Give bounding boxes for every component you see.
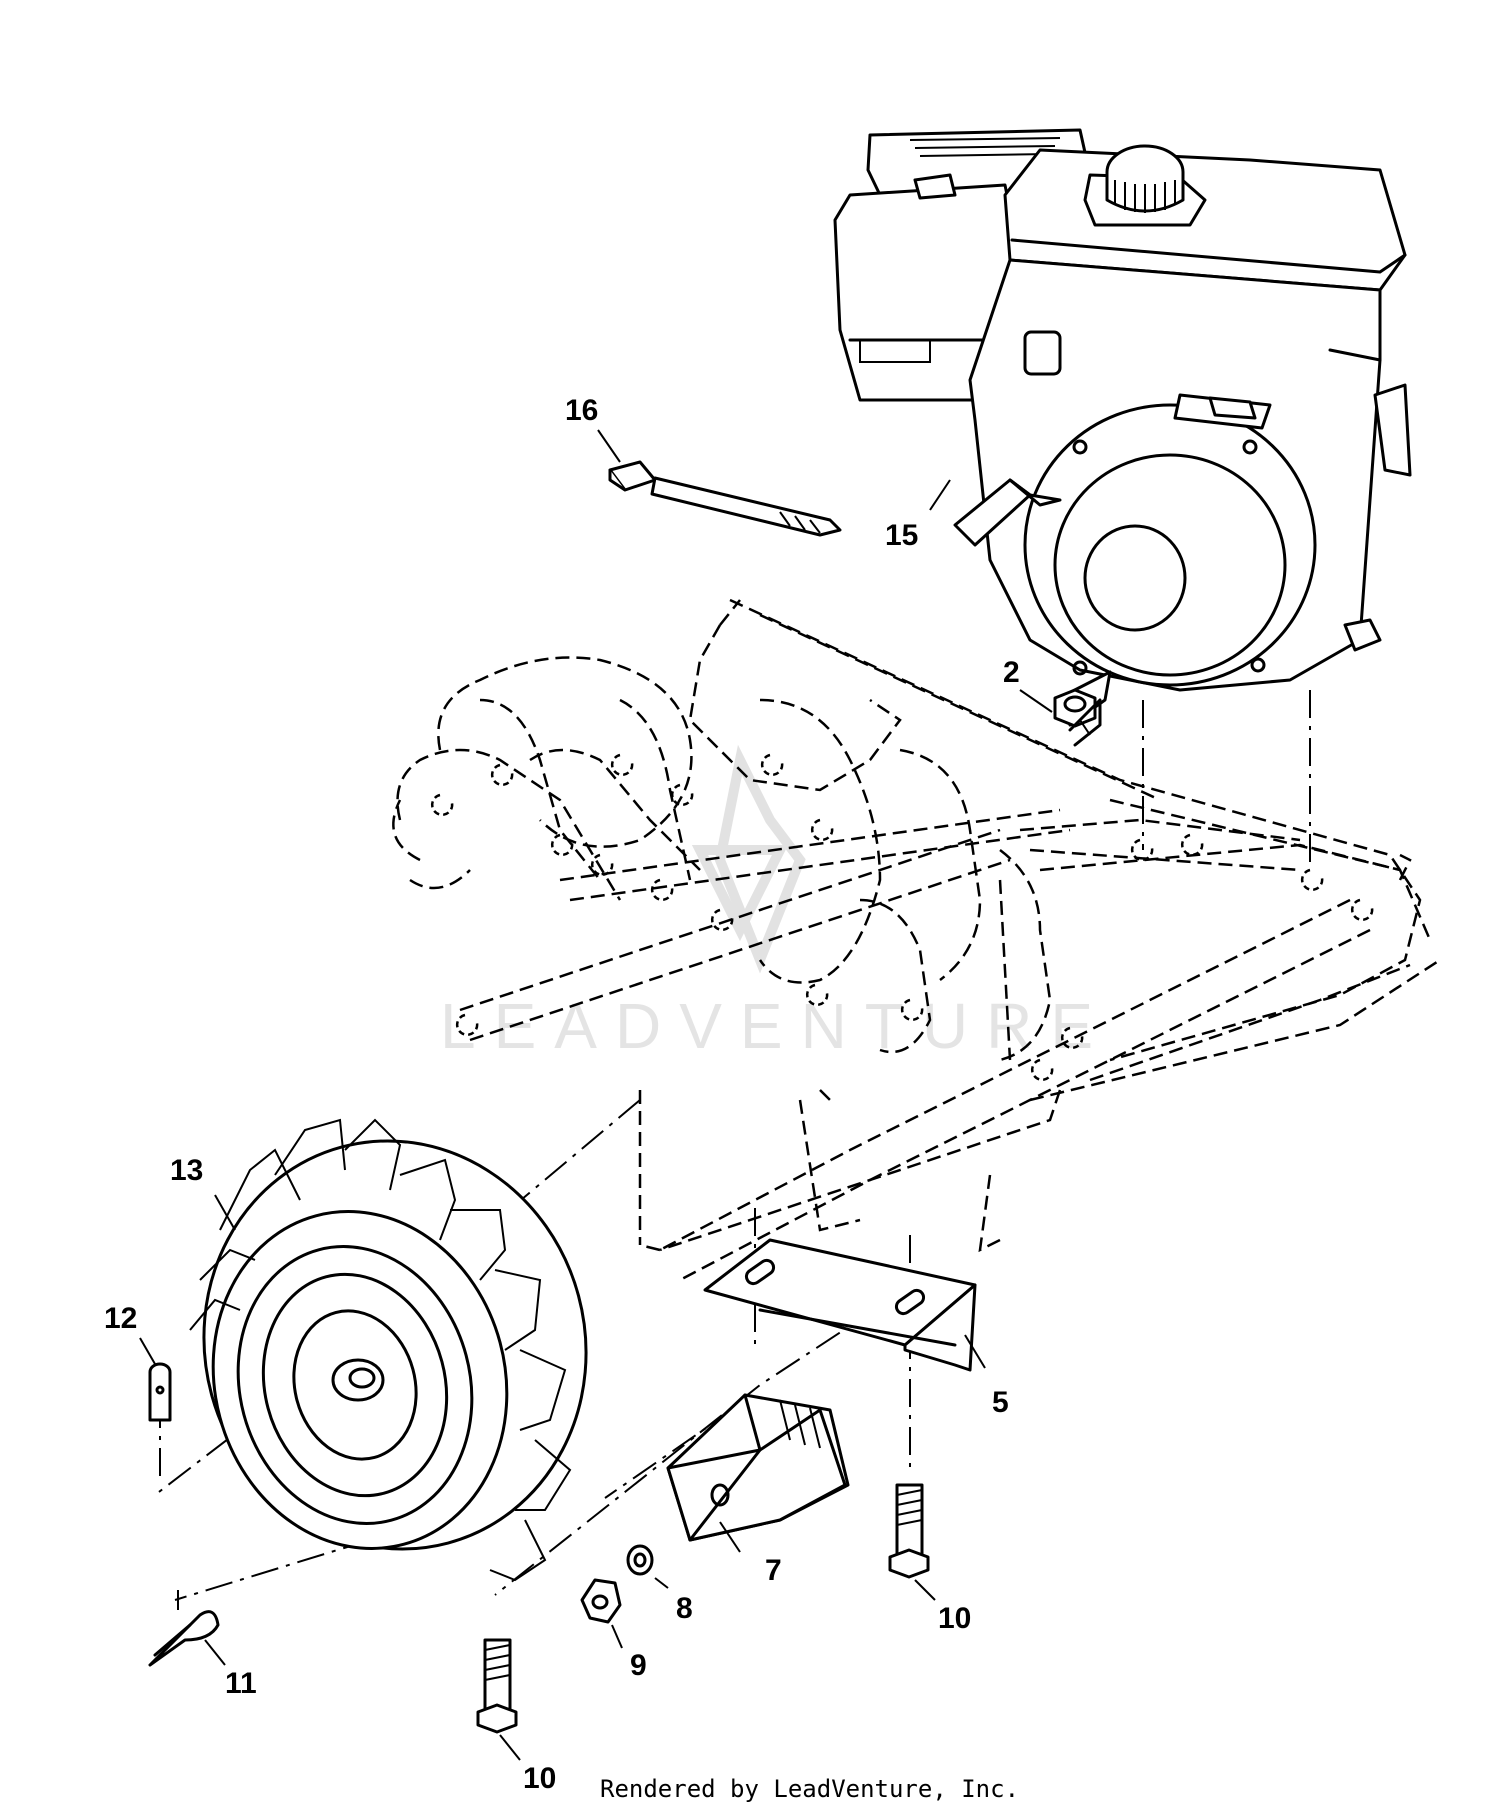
callout-2: 2: [1003, 656, 1020, 689]
carriage-bolt-right[interactable]: [888, 1483, 930, 1579]
mounting-bracket[interactable]: [703, 1238, 977, 1372]
clevis-pin[interactable]: [148, 1362, 172, 1422]
engine[interactable]: [833, 128, 1412, 727]
callout-10-right: 10: [938, 1602, 971, 1635]
callout-7: 7: [765, 1554, 782, 1587]
hex-nut-9[interactable]: [580, 1578, 622, 1624]
callout-5: 5: [992, 1386, 1009, 1419]
callout-13: 13: [170, 1154, 203, 1187]
carriage-bolt-left[interactable]: [476, 1638, 518, 1734]
callout-8: 8: [676, 1592, 693, 1625]
callout-16: 16: [565, 394, 598, 427]
callout-12: 12: [104, 1302, 137, 1335]
leader-lines: [139, 429, 1053, 1761]
callout-15: 15: [885, 519, 918, 552]
callout-9: 9: [630, 1649, 647, 1682]
tine-shield-weight[interactable]: [666, 1393, 850, 1542]
lock-washer[interactable]: [626, 1544, 654, 1576]
wheel-tire[interactable]: [158, 1098, 631, 1592]
tiller-frame-reference: [392, 598, 1441, 1282]
cable-tie[interactable]: [608, 460, 842, 537]
hex-nut[interactable]: [1053, 688, 1102, 747]
footer-credit: Rendered by LeadVenture, Inc.: [600, 1775, 1019, 1803]
hairpin-clip[interactable]: [148, 1610, 220, 1667]
callout-10-left: 10: [523, 1762, 556, 1795]
callout-11: 11: [225, 1667, 257, 1700]
leadventure-watermark-logo: [691, 744, 806, 974]
watermark-text: LEADVENTURE: [440, 990, 1111, 1062]
